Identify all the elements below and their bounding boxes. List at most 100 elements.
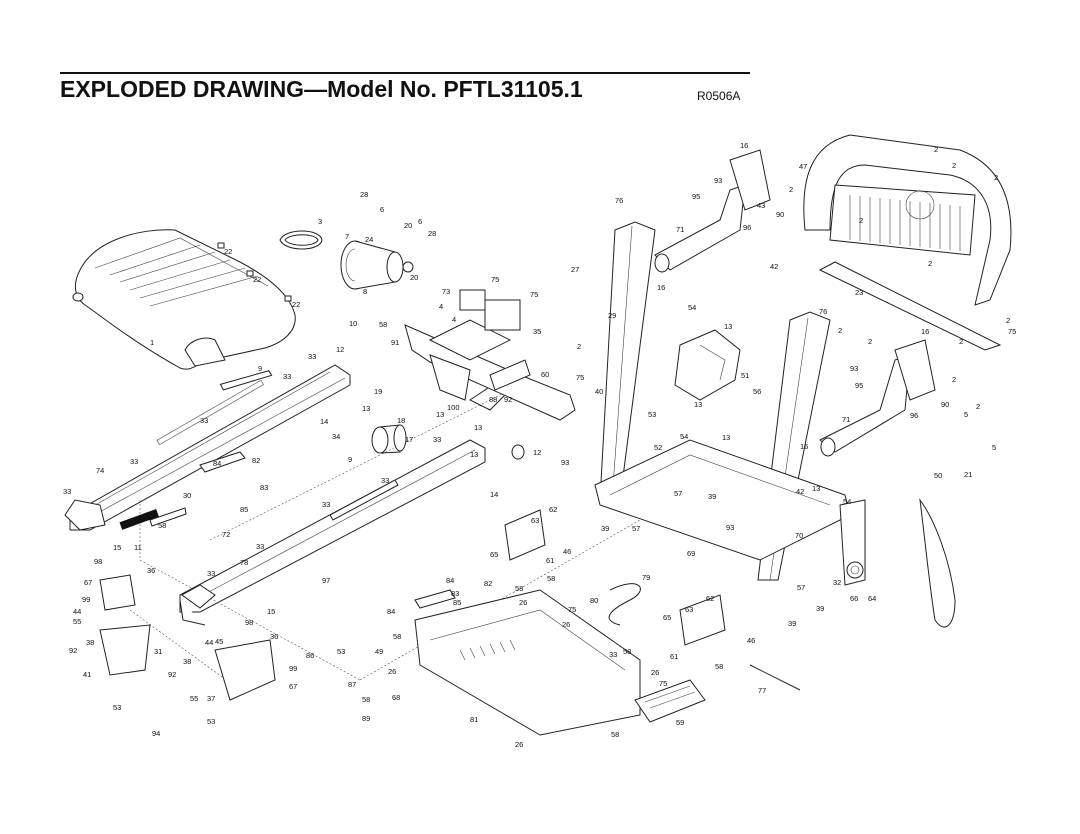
callout-number: 42 <box>770 262 779 271</box>
callout-number: 33 <box>609 650 618 659</box>
callout-number: 47 <box>799 162 808 171</box>
callout-number: 12 <box>533 448 542 457</box>
callout-number: 33 <box>207 569 216 578</box>
callout-number: 18 <box>397 416 406 425</box>
callout-number: 38 <box>183 657 192 666</box>
callout-number: 33 <box>381 476 390 485</box>
callout-number: 40 <box>595 387 604 396</box>
callout-number: 2 <box>928 259 933 268</box>
callout-number: 93 <box>850 364 859 373</box>
callout-number: 46 <box>563 547 572 556</box>
callout-number: 78 <box>240 558 249 567</box>
callout-number: 20 <box>410 273 419 282</box>
callout-number: 75 <box>568 605 577 614</box>
callout-number: 70 <box>795 531 804 540</box>
callout-number: 91 <box>391 338 400 347</box>
callout-number: 9 <box>348 455 353 464</box>
callout-number: 80 <box>590 596 599 605</box>
callout-number: 23 <box>855 288 864 297</box>
callout-number: 5 <box>992 443 997 452</box>
callout-number: 2 <box>952 161 957 170</box>
callout-number: 55 <box>190 694 199 703</box>
callout-number: 39 <box>601 524 610 533</box>
callout-number: 67 <box>84 578 93 587</box>
callout-number: 83 <box>451 589 460 598</box>
callout-number: 50 <box>934 471 943 480</box>
callout-number: 2 <box>976 402 981 411</box>
callout-number: 6 <box>418 217 423 226</box>
callout-number: 53 <box>337 647 346 656</box>
motor-frame <box>404 289 576 421</box>
callout-number: 17 <box>405 435 414 444</box>
title-rule <box>60 72 750 74</box>
callout-number: 16 <box>657 283 666 292</box>
callout-number: 99 <box>289 664 298 673</box>
callout-number: 65 <box>663 613 672 622</box>
callout-number: 75 <box>491 275 500 284</box>
callout-number: 75 <box>1008 327 1017 336</box>
motor-assembly <box>279 230 414 290</box>
callout-number: 13 <box>812 484 821 493</box>
callout-number: 13 <box>724 322 733 331</box>
callout-number: 67 <box>289 682 298 691</box>
callout-number: 53 <box>648 410 657 419</box>
callout-number: 46 <box>747 636 756 645</box>
callout-number: 87 <box>348 680 357 689</box>
callout-number: 26 <box>515 740 524 749</box>
callout-number: 45 <box>215 637 224 646</box>
wheels <box>846 561 864 579</box>
callout-number: 33 <box>63 487 72 496</box>
base-pan <box>414 589 641 736</box>
callout-number: 52 <box>654 443 663 452</box>
callout-number: 58 <box>158 521 167 530</box>
callout-number: 9 <box>258 364 263 373</box>
callout-number: 2 <box>859 216 864 225</box>
callout-number: 20 <box>404 221 413 230</box>
callout-number: 56 <box>753 387 762 396</box>
frame-rails-left <box>69 364 486 626</box>
callout-number: 74 <box>96 466 105 475</box>
callout-number: 43 <box>757 201 766 210</box>
deck-outline <box>129 379 641 691</box>
callout-number: 63 <box>685 605 694 614</box>
callout-number: 63 <box>531 516 540 525</box>
callout-number: 28 <box>428 229 437 238</box>
callout-number: 6 <box>380 205 385 214</box>
callout-number: 95 <box>855 381 864 390</box>
callout-number: 4 <box>439 302 444 311</box>
end-caps <box>99 574 276 701</box>
front-roller <box>371 424 525 460</box>
callout-number: 61 <box>546 556 555 565</box>
callout-number: 93 <box>561 458 570 467</box>
callout-number: 22 <box>224 247 233 256</box>
callout-number: 26 <box>388 667 397 676</box>
callout-number: 57 <box>674 489 683 498</box>
callout-number: 75 <box>659 679 668 688</box>
callout-number: 26 <box>651 668 660 677</box>
callout-number: 1 <box>150 338 155 347</box>
callout-number: 2 <box>959 337 964 346</box>
callout-number: 33 <box>322 500 331 509</box>
callout-number: 39 <box>816 604 825 613</box>
callout-number: 16 <box>800 442 809 451</box>
callout-number: 71 <box>676 225 685 234</box>
callout-number: 77 <box>758 686 767 695</box>
callout-number: 55 <box>73 617 82 626</box>
callout-number: 92 <box>168 670 177 679</box>
callout-number: 2 <box>952 375 957 384</box>
callout-number: 2 <box>1006 316 1011 325</box>
callout-number: 88 <box>489 395 498 404</box>
callout-number: 31 <box>154 647 163 656</box>
callout-number: 29 <box>608 311 617 320</box>
callout-number: 54 <box>680 432 689 441</box>
callout-number: 85 <box>240 505 249 514</box>
callout-number: 12 <box>336 345 345 354</box>
callout-number: 76 <box>615 196 624 205</box>
callout-number: 72 <box>222 530 231 539</box>
callout-number: 27 <box>571 265 580 274</box>
callout-number: 59 <box>676 718 685 727</box>
callout-number: 26 <box>562 620 571 629</box>
callout-number: 53 <box>207 717 216 726</box>
